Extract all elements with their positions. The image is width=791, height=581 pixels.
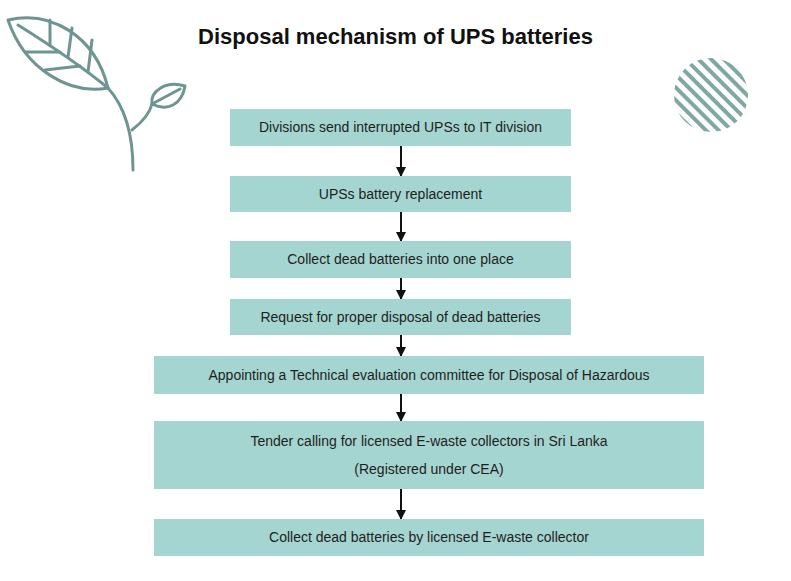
process-box: Collect dead batteries into one place xyxy=(230,241,571,278)
hatched-circle xyxy=(674,58,748,132)
flow-arrow xyxy=(400,212,402,241)
flow-arrow xyxy=(400,146,402,176)
box-text: (Registered under CEA) xyxy=(354,461,503,478)
box-text: Request for proper disposal of dead batt… xyxy=(260,309,540,326)
box-text: Tender calling for licensed E-waste coll… xyxy=(250,433,607,450)
flow-arrow xyxy=(400,489,402,519)
process-box: Divisions send interrupted UPSs to IT di… xyxy=(230,109,571,146)
process-box: Collect dead batteries by licensed E-was… xyxy=(154,519,704,556)
process-box: Request for proper disposal of dead batt… xyxy=(230,299,571,335)
process-box: UPSs battery replacement xyxy=(230,176,571,212)
box-text: Collect dead batteries by licensed E-was… xyxy=(269,529,589,546)
flow-arrow xyxy=(400,394,402,421)
diagram-title: Disposal mechanism of UPS batteries xyxy=(0,24,791,50)
process-box: Tender calling for licensed E-waste coll… xyxy=(154,421,704,489)
box-text: Collect dead batteries into one place xyxy=(287,251,513,268)
box-text: UPSs battery replacement xyxy=(319,186,482,203)
process-box: Appointing a Technical evaluation commit… xyxy=(154,356,704,394)
box-text: Appointing a Technical evaluation commit… xyxy=(209,367,650,384)
box-text: Divisions send interrupted UPSs to IT di… xyxy=(259,119,542,136)
flow-arrow xyxy=(400,278,402,299)
flow-arrow xyxy=(400,335,402,356)
leaf-illustration xyxy=(8,18,185,170)
